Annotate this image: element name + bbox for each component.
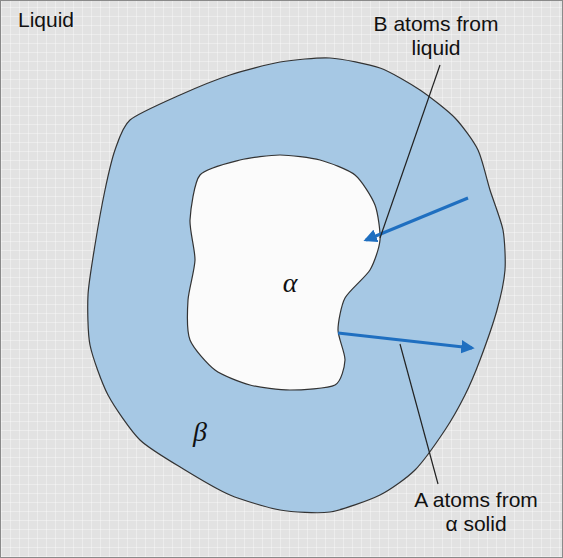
leader-line [400, 344, 438, 484]
alpha-phase-region: α [184, 151, 384, 394]
beta-phase-region: βα [84, 54, 509, 516]
phase-label: β [193, 416, 207, 448]
beta-phase-region-shape [88, 58, 505, 513]
diffusion-arrow [338, 333, 472, 348]
leader-line [380, 65, 440, 238]
label-layer: B atoms from liquidA atoms from α solid [0, 0, 563, 96]
callout-label: B atoms from liquid [369, 12, 504, 60]
alpha-phase-region-shape [188, 155, 381, 390]
phase-label: α [283, 267, 298, 299]
region-label: Liquid [18, 8, 74, 32]
callout-label: A atoms from α solid [409, 488, 544, 536]
